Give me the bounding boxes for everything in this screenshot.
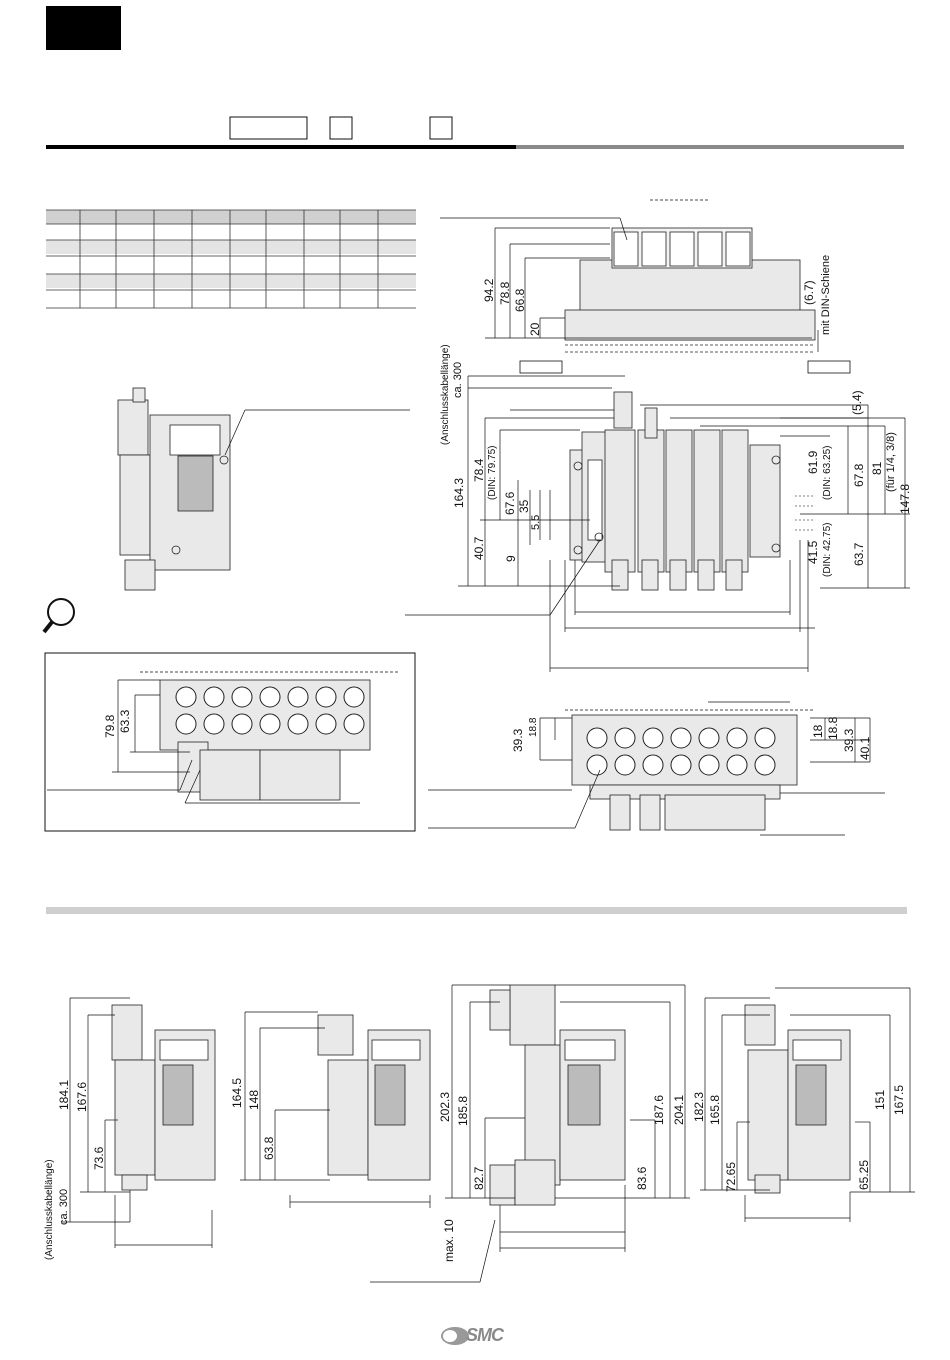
- detail-box-ports: [175, 686, 365, 735]
- v3-dim-185-8: 185.8: [456, 1095, 470, 1126]
- dim-63-7: 63.7: [852, 542, 866, 566]
- v1-dim-73-6: 73.6: [92, 1146, 106, 1170]
- manifold-front-view: [569, 391, 781, 591]
- section-band: [46, 907, 907, 914]
- v3-dim-83-6: 83.6: [635, 1166, 649, 1190]
- manifold-top-view: [564, 227, 816, 353]
- magnifier-icon: [42, 598, 75, 634]
- dim-9: 9: [504, 555, 518, 562]
- bottom-dim-18: 18: [811, 724, 825, 738]
- dim-5-4: (5.4): [850, 390, 864, 415]
- header-black-tab: [46, 6, 121, 50]
- dim-66-8: 66.8: [513, 288, 527, 312]
- dim-41-5: 41.5: [806, 540, 820, 564]
- din-rail-dashes: [795, 495, 815, 531]
- dim-164-3: 164.3: [452, 477, 466, 508]
- v4-dim-65-25: 65.25: [857, 1159, 871, 1190]
- bottom-dim-18-8-left: 18.8: [528, 717, 539, 737]
- dim-67-8: 67.8: [852, 463, 866, 487]
- detail-box-dims: [47, 671, 400, 804]
- v1-cable-length: ca. 300: [58, 1188, 70, 1225]
- dim-20: 20: [528, 322, 542, 336]
- detail-box: [44, 652, 416, 832]
- v3-dim-204-1: 204.1: [672, 1094, 686, 1125]
- mit-din-schiene-label: mit DIN-Schiene: [820, 254, 832, 335]
- header-box-2: [329, 116, 353, 140]
- v1-cable-label: (Anschlusskabellänge): [44, 1159, 55, 1260]
- spec-table: [46, 209, 416, 309]
- detail-dim-79-8: 79.8: [103, 714, 117, 738]
- bottom-dim-39-3-right: 39.3: [842, 728, 856, 752]
- side-view-upper: [117, 387, 231, 591]
- smc-logo: SMC: [466, 1325, 504, 1345]
- header-rule-grey: [516, 145, 904, 149]
- din-63-25-label: (DIN: 63.25): [822, 445, 833, 500]
- v4-dim-182-3: 182.3: [692, 1091, 706, 1122]
- dim-94-2: 94.2: [482, 278, 496, 302]
- v2-dim-148: 148: [247, 1089, 261, 1110]
- v4-dim-167-5: 167.5: [892, 1084, 906, 1115]
- v1-dim-184-1: 184.1: [57, 1079, 71, 1110]
- smc-logo-mark: [441, 1327, 469, 1345]
- dim-81: 81: [870, 461, 884, 475]
- v4-dim-151: 151: [873, 1089, 887, 1110]
- side-view-1: [111, 1004, 216, 1191]
- cable-length-label: (Anschlusskabellänge): [440, 344, 451, 445]
- bottom-dim-40-1: 40.1: [858, 736, 872, 760]
- dim-67-6: 67.6: [503, 491, 517, 515]
- fuer-1-4-3-8-label: (für 1/4, 3/8): [885, 432, 897, 492]
- v3-dim-82-7: 82.7: [472, 1166, 486, 1190]
- front-view-dim-lines: [405, 375, 910, 672]
- dim-6-7: (6.7): [802, 280, 816, 305]
- detail-dim-63-3: 63.3: [118, 709, 132, 733]
- v3-dim-202-3: 202.3: [438, 1091, 452, 1122]
- v1-dim-167-6: 167.6: [75, 1081, 89, 1112]
- header-box-3: [429, 116, 453, 140]
- dim-61-9: 61.9: [806, 450, 820, 474]
- side-view-2-dims: [240, 1011, 431, 1208]
- din-42-75-label: (DIN: 42.75): [822, 522, 833, 577]
- top-view-dim-lines: [440, 199, 819, 352]
- side-view-upper-leader: [171, 409, 410, 555]
- side-view-4: [744, 1004, 851, 1194]
- dim-147-8: 147.8: [898, 483, 912, 514]
- v3-dim-max-10: max. 10: [442, 1219, 456, 1262]
- din-79-75-label: (DIN: 79.75): [487, 445, 498, 500]
- dim-35: 35: [517, 499, 531, 513]
- bottom-dim-39-3-left: 39.3: [511, 728, 525, 752]
- label-box-right: [807, 360, 851, 374]
- label-box-left: [519, 360, 563, 374]
- side-view-3: [489, 984, 626, 1206]
- v2-dim-63-8: 63.8: [262, 1136, 276, 1160]
- header-rule-dark: [46, 145, 516, 149]
- bottom-dim-18-8-right: 18.8: [826, 716, 840, 740]
- cable-length-value: ca. 300: [452, 361, 464, 398]
- side-view-1-dims: [62, 997, 213, 1248]
- dim-40-7: 40.7: [472, 536, 486, 560]
- bottom-view-ports: [586, 727, 776, 776]
- side-view-2: [317, 1014, 431, 1181]
- header-box-1: [229, 116, 308, 140]
- side-view-3-dims: [370, 984, 690, 1283]
- v3-dim-187-6: 187.6: [652, 1094, 666, 1125]
- dim-78-8: 78.8: [498, 281, 512, 305]
- v2-dim-164-5: 164.5: [230, 1077, 244, 1108]
- side-view-4-dims: [700, 987, 915, 1222]
- bottom-view-dims: [428, 701, 885, 836]
- dim-5-5: 5.5: [530, 514, 542, 530]
- v4-dim-165-8: 165.8: [708, 1094, 722, 1125]
- dim-78-4: 78.4: [472, 458, 486, 482]
- v4-dim-72-65: 72.65: [724, 1161, 738, 1192]
